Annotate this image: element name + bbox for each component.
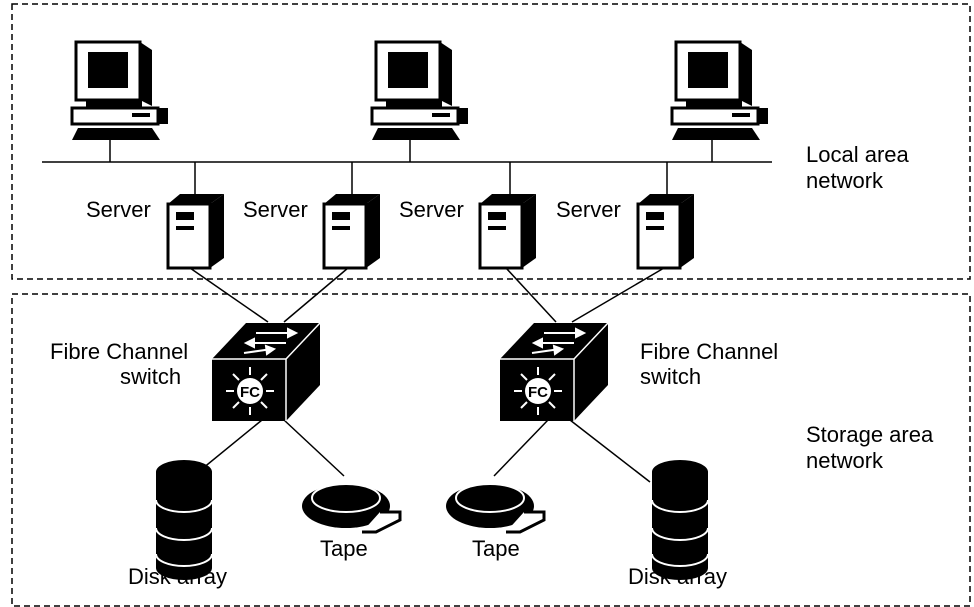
switch-label-line1: Fibre Channel <box>640 339 778 364</box>
server-label: Server <box>399 197 464 222</box>
fc-logo-text: FC <box>528 384 548 401</box>
server-tower-icon <box>636 192 696 270</box>
fibre-channel-switch-icon: FC <box>212 322 321 421</box>
computer-icon <box>670 40 770 142</box>
disk-array-label: Disk array <box>128 564 227 589</box>
server-tower-icon <box>478 192 538 270</box>
san-region-label-line2: network <box>806 448 884 473</box>
tape-drive-icon <box>444 482 546 534</box>
disk-array-icon <box>651 459 709 581</box>
server-label: Server <box>243 197 308 222</box>
server-switch-link <box>283 267 349 323</box>
server-label: Server <box>86 197 151 222</box>
tape-drive-icon <box>300 482 402 534</box>
server-switch-link <box>189 267 269 323</box>
server-label: Server <box>556 197 621 222</box>
fibre-channel-switch-icon: FC <box>500 322 609 421</box>
fc-logo-text: FC <box>240 384 260 401</box>
lan-region-boundary <box>11 3 971 280</box>
server-tower-icon <box>322 192 382 270</box>
switch-label-line2: switch <box>120 364 181 389</box>
switch-label-line2: switch <box>640 364 701 389</box>
computer-icon <box>370 40 470 142</box>
switch-storage-link <box>493 419 549 477</box>
server-switch-link <box>571 267 665 323</box>
disk-array-label: Disk array <box>628 564 727 589</box>
san-region-boundary <box>11 293 971 607</box>
tape-label: Tape <box>320 536 368 561</box>
server-tower-icon <box>166 192 226 270</box>
disk-array-icon <box>155 459 213 581</box>
server-switch-link <box>505 267 557 323</box>
lan-region-label-line2: network <box>806 168 884 193</box>
lan-region-label-line1: Local area <box>806 142 910 167</box>
switch-storage-link <box>569 419 651 483</box>
san-region-label-line1: Storage area <box>806 422 934 447</box>
switch-label-line1: Fibre Channel <box>50 339 188 364</box>
switch-storage-link <box>283 419 345 477</box>
tape-label: Tape <box>472 536 520 561</box>
computer-icon <box>70 40 170 142</box>
